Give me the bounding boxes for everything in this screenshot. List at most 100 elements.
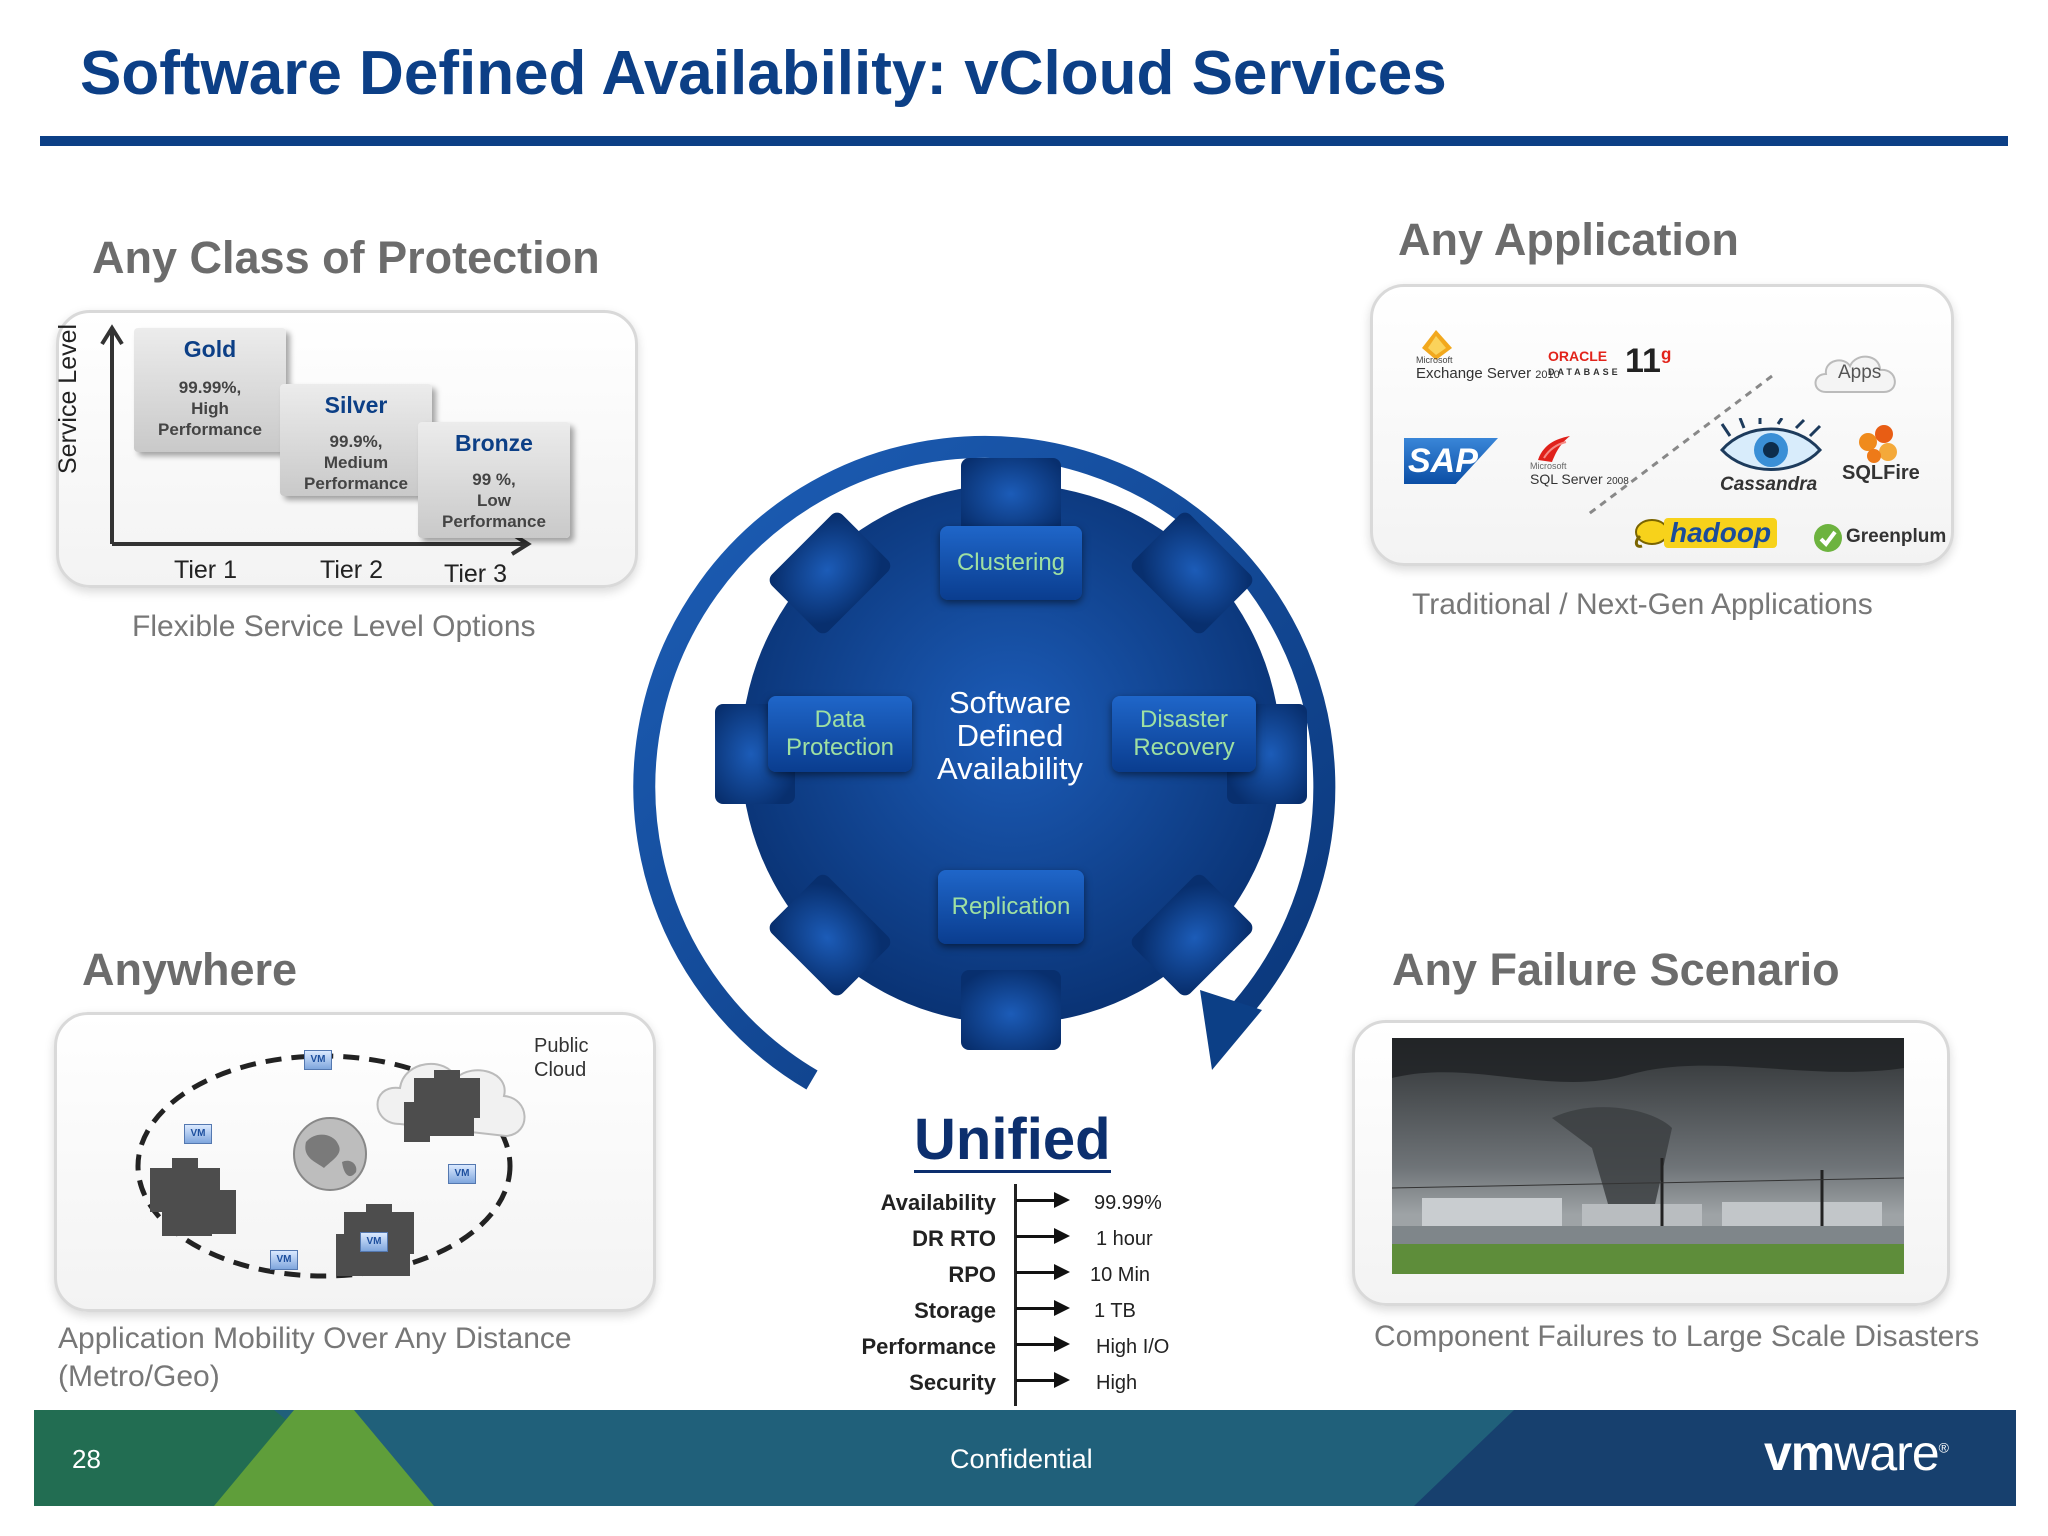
bronze-tier-desc-line2: Low [477, 491, 511, 510]
title-rule [40, 136, 2008, 146]
bronze-tier-name: Bronze [455, 430, 533, 456]
arrow-shaft [1016, 1343, 1056, 1346]
oracle-database-logo: ORACLE DATABASE [1548, 348, 1621, 377]
arrow-shaft [1016, 1235, 1056, 1238]
silver-tier-box: Silver 99.9%, Medium Performance [280, 384, 432, 496]
replication-button: Replication [938, 870, 1084, 944]
sql-server-version: 2008 [1606, 476, 1629, 487]
unified-row-label: DR RTO [912, 1226, 996, 1251]
unified-row-value: High [1096, 1372, 1138, 1394]
gold-tier-desc: 99.99%, High Performance [134, 377, 286, 440]
unified-title: Unified [914, 1107, 1111, 1173]
oracle-version: 11g [1625, 342, 1671, 381]
oracle-version-number: 11 [1625, 342, 1661, 380]
service-level-axes [100, 324, 532, 556]
vm-badge: VM [270, 1250, 298, 1270]
sql-server-brand: Microsoft [1530, 461, 1567, 471]
bronze-tier-desc: 99 %, Low Performance [418, 469, 570, 532]
unified-row-label: Availability [880, 1190, 996, 1215]
unified-row-label: Performance [861, 1334, 996, 1359]
apps-cloud-icon [1814, 355, 1896, 393]
vmware-logo-vm: vm [1764, 1425, 1835, 1481]
bronze-tier-box: Bronze 99 %, Low Performance [418, 422, 570, 538]
tier-3-label: Tier 3 [444, 560, 507, 588]
failure-heading: Any Failure Scenario [1392, 944, 1840, 995]
availability-gear-graphic [629, 431, 1340, 1093]
anywhere-caption-line1: Application Mobility Over Any Distance [58, 1322, 572, 1355]
sql-server-text: SQL Server 2008 [1530, 471, 1629, 487]
arrow-shaft [1016, 1271, 1056, 1274]
arrow-right-icon [1054, 1264, 1070, 1280]
gear-center-line2: Defined [956, 718, 1064, 753]
gold-tier-desc-line2: High [191, 399, 229, 418]
gold-tier-desc-line1: 99.99%, [178, 378, 242, 397]
unified-row-label: RPO [948, 1262, 996, 1287]
silver-tier-desc: 99.9%, Medium Performance [280, 431, 432, 494]
public-cloud-line2: Cloud [534, 1059, 587, 1081]
data-protection-button: Data Protection [768, 696, 912, 772]
failure-caption: Component Failures to Large Scale Disast… [1374, 1320, 1980, 1353]
anywhere-caption-line2: (Metro/Geo) [58, 1360, 220, 1393]
unified-divider [1014, 1184, 1017, 1406]
unified-row: Availability 99.99% [816, 1186, 1216, 1222]
confidential-label: Confidential [950, 1444, 1093, 1474]
vmware-logo-registered: ® [1938, 1439, 1949, 1456]
oracle-version-sup: g [1660, 344, 1672, 364]
service-level-axis-label: Service Level [54, 323, 82, 474]
data-protection-line1: Data [814, 706, 866, 733]
sql-server-logo: Microsoft SQL Server 2008 [1530, 432, 1629, 487]
tornado-photo [1392, 1038, 1904, 1274]
unified-row: RPO 10 Min [816, 1258, 1216, 1294]
gold-tier-desc-line3: Performance [158, 420, 262, 439]
unified-row-value: 1 TB [1094, 1300, 1136, 1322]
arrow-shaft [1016, 1379, 1056, 1382]
anywhere-heading: Anywhere [82, 944, 298, 995]
exchange-version: 2010 [1535, 369, 1560, 381]
silver-tier-name: Silver [324, 392, 388, 418]
gold-tier-box: Gold 99.99%, High Performance [134, 328, 286, 452]
unified-table: Availability 99.99% DR RTO 1 hour RPO 10… [816, 1186, 1216, 1402]
arrow-right-icon [1054, 1300, 1070, 1316]
arrow-shaft [1016, 1199, 1056, 1202]
silver-tier-desc-line1: 99.9%, [329, 432, 383, 451]
disaster-recovery-button: Disaster Recovery [1112, 696, 1256, 772]
sqlfire-text: SQLFire [1842, 462, 1920, 484]
bronze-tier-desc-line1: 99 %, [472, 470, 516, 489]
footer-bar [34, 1410, 2016, 1506]
application-panel [1370, 284, 1954, 566]
oracle-text: ORACLE [1548, 348, 1608, 364]
slide-title: Software Defined Availability: vCloud Se… [80, 39, 1447, 108]
protection-caption: Flexible Service Level Options [132, 610, 536, 643]
unified-row-label: Security [909, 1370, 996, 1395]
unified-row-value: 10 Min [1090, 1264, 1151, 1286]
exchange-text: Exchange Server 2010 [1416, 365, 1560, 382]
anywhere-caption: Application Mobility Over Any Distance (… [58, 1320, 572, 1396]
sql-server-name: SQL Server [1530, 471, 1603, 487]
application-heading: Any Application [1398, 214, 1739, 265]
arrow-right-icon [1054, 1192, 1070, 1208]
apps-label: Apps [1838, 362, 1882, 383]
silver-tier-desc-line2: Medium [323, 453, 389, 472]
greenplum-text: Greenplum [1846, 526, 1947, 547]
unified-row-value: 1 hour [1096, 1228, 1153, 1250]
clustering-button: Clustering [940, 526, 1082, 600]
exchange-icon [1422, 330, 1452, 360]
server-rack-cluster-cloud [404, 1070, 480, 1142]
public-cloud-label: Public Cloud [534, 1034, 588, 1082]
arrow-shaft [1016, 1307, 1056, 1310]
unified-row-label: Storage [914, 1298, 996, 1323]
public-cloud-line1: Public [534, 1035, 589, 1057]
gear-center-line3: Availability [937, 751, 1083, 786]
application-caption: Traditional / Next-Gen Applications [1412, 588, 1873, 621]
disaster-recovery-line1: Disaster [1139, 706, 1229, 733]
gear-center-line1: Software [948, 685, 1072, 720]
unified-row: Security High [816, 1366, 1216, 1402]
arrow-right-icon [1054, 1372, 1070, 1388]
protection-heading: Any Class of Protection [92, 232, 600, 283]
tier-2-label: Tier 2 [320, 556, 383, 584]
gear-center-text: Software Defined Availability [910, 686, 1110, 785]
hadoop-elephant-icon [1634, 519, 1669, 548]
cassandra-eye-icon [1719, 418, 1823, 471]
greenplum-icon [1814, 524, 1842, 552]
vm-badge: VM [304, 1050, 332, 1070]
